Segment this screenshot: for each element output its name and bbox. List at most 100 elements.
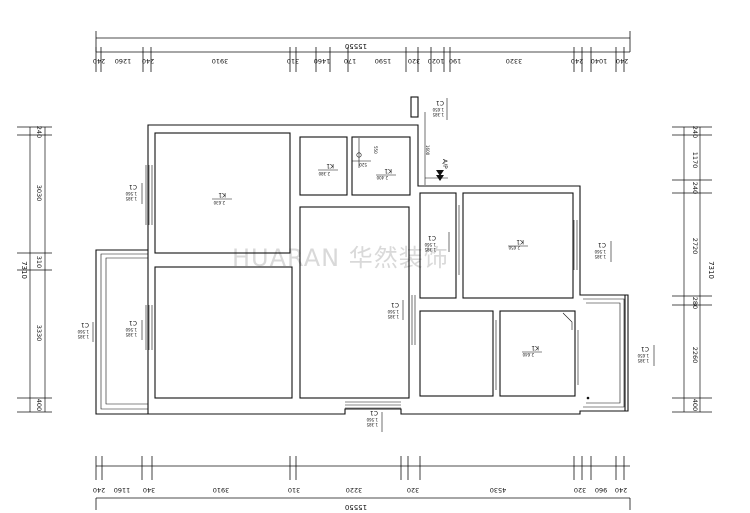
window-label-5: C1 1.560 1.385	[387, 300, 404, 320]
left-dim-1: 3030	[35, 185, 43, 202]
top-dim-10: 190	[449, 57, 461, 65]
left-dim-3: 3330	[35, 325, 43, 342]
window-3-height: 1.385	[77, 334, 89, 339]
left-dim-0: 240	[35, 126, 43, 138]
study-walls	[419, 310, 494, 397]
room-1-mark: K1	[218, 191, 226, 198]
window-2-mark: C1	[129, 319, 137, 326]
right-dim-5: 2260	[691, 347, 699, 364]
bottom-dim-2: 340	[143, 486, 155, 494]
right-dimension-labels: 240 1170 240 2720 280 2260 400	[691, 126, 699, 411]
kitchen-walls	[351, 136, 411, 196]
window-labels: C1 1.560 1.385 C1 1.560 1.385 C1 1.560 1…	[77, 98, 655, 432]
bedroom-1-walls	[154, 132, 291, 254]
window-3-mark: C1	[81, 321, 89, 328]
window-9-mark: C1	[436, 99, 444, 106]
window-label-1: C1 1.560 1.385	[125, 183, 143, 204]
right-balcony	[580, 294, 629, 412]
bottom-dim-5: 3220	[346, 486, 363, 494]
room-5-mark: K1	[531, 344, 539, 351]
window-8-width: 1.650	[637, 353, 649, 358]
window-label-9: C1 1.650 1.385	[432, 98, 448, 120]
window-2-height: 1.385	[125, 332, 137, 337]
top-dim-1: 1260	[115, 57, 132, 65]
entry-shaft	[410, 96, 419, 118]
walls	[95, 96, 629, 415]
dim-1600: 1600	[425, 145, 430, 156]
bedroom-2-walls	[154, 266, 293, 399]
windows	[145, 165, 581, 409]
top-dim-0: 240	[93, 57, 105, 65]
window-1-width: 1.560	[125, 191, 137, 196]
top-dim-8: 320	[408, 57, 420, 65]
window-living-side	[408, 295, 416, 345]
window-3-width: 1.560	[77, 329, 89, 334]
dim-520: 520	[359, 162, 367, 167]
window-8-height: 1.385	[637, 358, 649, 363]
bottom-dim-0: 240	[93, 486, 105, 494]
window-7-height: 1.385	[594, 254, 606, 259]
window-label-2: C1 1.560 1.385	[125, 319, 143, 340]
window-living-bottom	[345, 401, 401, 409]
room-3-height: 2.400	[376, 175, 388, 180]
room-height-labels: K1 2.630 K1 2.380 K1 2.400 K1 2.650 K1 2…	[212, 162, 542, 357]
right-dim-4: 280	[691, 297, 699, 309]
top-dim-4: 310	[287, 57, 299, 65]
room-4-mark: K1	[516, 238, 524, 245]
left-total-dimension: 7310	[20, 261, 28, 279]
bottom-dim-1: 1160	[114, 486, 131, 494]
watermark: HUARAN 华然装饰	[232, 244, 449, 272]
window-7-mark: C1	[598, 241, 606, 248]
top-dim-11: 3320	[506, 57, 523, 65]
bottom-dim-4: 310	[288, 486, 300, 494]
window-bedroom-2	[145, 305, 153, 350]
window-1-height: 1.385	[125, 196, 137, 201]
window-7-width: 1.560	[594, 249, 606, 254]
window-5-height: 1.385	[387, 314, 399, 319]
window-1-mark: C1	[129, 183, 137, 190]
room-4-height: 2.650	[508, 245, 520, 250]
entry-arrow-icon	[436, 170, 444, 181]
right-balcony-inner	[583, 298, 625, 408]
bottom-dim-6: 320	[407, 486, 419, 494]
bottom-dim-9: 960	[595, 486, 607, 494]
bottom-dimension-labels: 240 1160 340 3910 310 3220 320 4530 320 …	[93, 486, 627, 494]
window-6-width: 1.560	[424, 242, 436, 247]
top-dim-9: 1020	[428, 57, 445, 65]
window-4-width: 1.560	[366, 417, 378, 422]
window-label-4: C1 1.560 1.385	[366, 409, 383, 432]
left-dimension-labels: 240 3030 310 3330 400	[35, 126, 43, 411]
top-dim-13: 1040	[591, 57, 608, 65]
top-dimension-labels: 240 1260 240 3910 310 1460 170 1590 320 …	[93, 57, 628, 65]
bottom-dim-3: 3910	[213, 486, 230, 494]
bedroom-4-walls	[499, 310, 576, 397]
right-dim-6: 400	[691, 399, 699, 411]
right-dim-1: 1170	[691, 152, 699, 169]
bathroom-walls	[299, 136, 348, 196]
window-4-mark: C1	[370, 409, 378, 416]
bottom-dim-10: 240	[615, 486, 627, 494]
room-2-height: 2.380	[318, 171, 330, 176]
window-bedroom-3	[573, 220, 581, 270]
window-9-width: 1.650	[432, 107, 444, 112]
top-dim-12: 240	[571, 57, 583, 65]
window-6-height: 1.385	[424, 247, 436, 252]
window-study	[492, 320, 497, 390]
window-label-7: C1 1.560 1.385	[594, 241, 612, 262]
window-corridor	[455, 205, 460, 275]
misc-annotations: 550 520 1600 A/P	[352, 112, 590, 400]
top-dim-5: 1460	[314, 57, 331, 65]
window-5-mark: C1	[391, 301, 399, 308]
window-8-mark: C1	[641, 345, 649, 352]
room-1-height: 2.630	[213, 200, 225, 205]
window-5-width: 1.560	[387, 309, 399, 314]
entry-marker-label: A/P	[441, 159, 448, 169]
room-2-mark: K1	[326, 162, 334, 169]
dim-550: 550	[373, 146, 378, 154]
bottom-dim-7: 4530	[490, 486, 507, 494]
right-dim-3: 2720	[691, 238, 699, 255]
room-3-mark: K1	[384, 167, 392, 174]
left-dim-2: 310	[35, 256, 43, 268]
bottom-total-dimension: 15550	[345, 503, 367, 511]
drain-dot	[586, 396, 590, 400]
